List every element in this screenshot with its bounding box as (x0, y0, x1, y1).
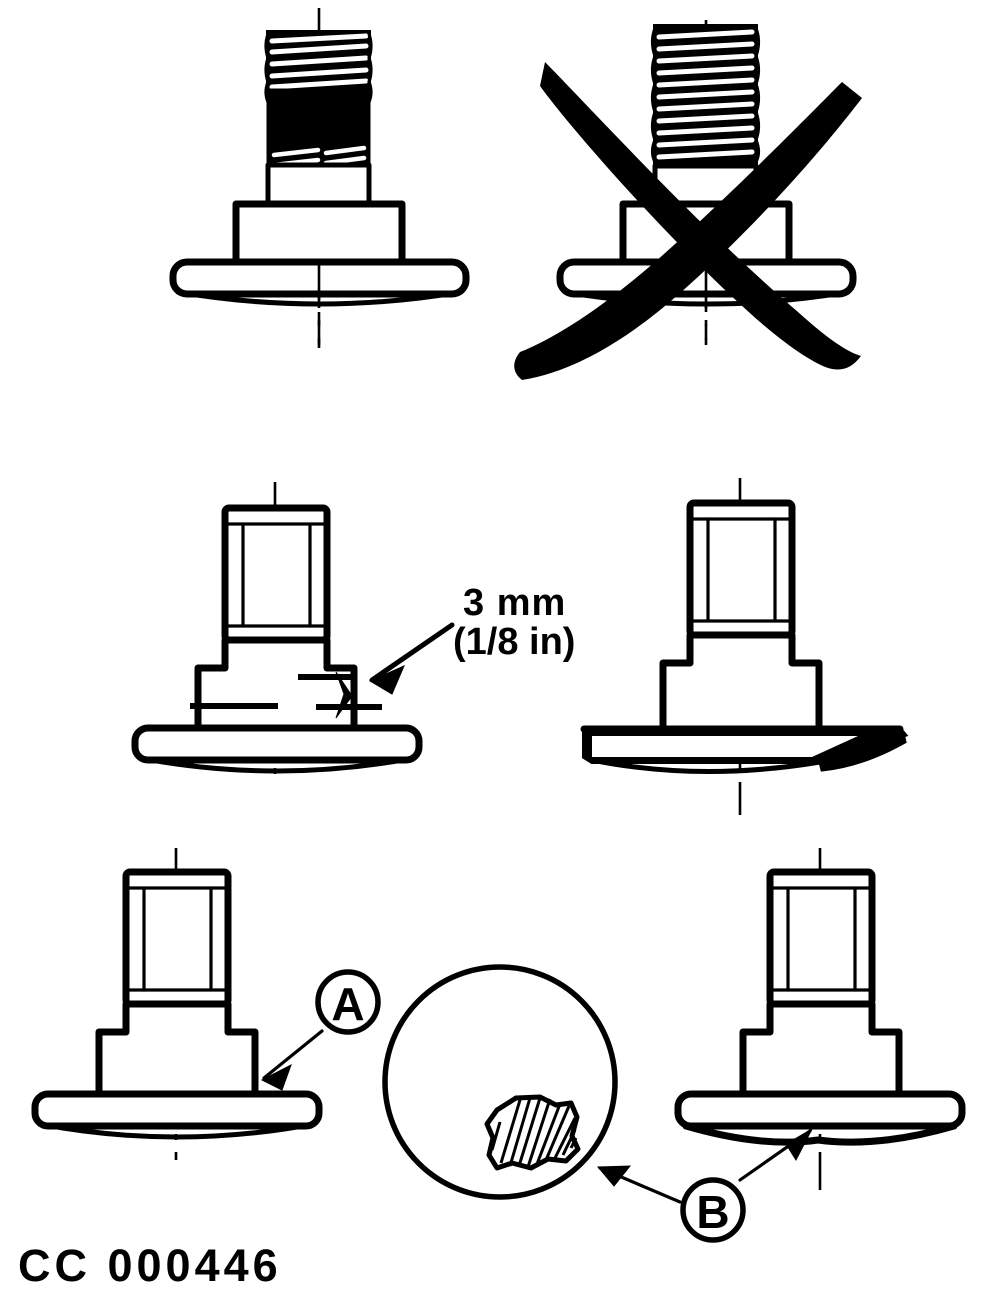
figure-caption: CC 000446 (18, 1240, 282, 1291)
hatched-fragment (484, 1094, 581, 1171)
callout-b-circle (680, 1177, 746, 1243)
callout-a-leader (260, 1029, 324, 1091)
detail-magnifier (382, 964, 618, 1200)
figure-row1-right-incorrect-stud (514, 20, 862, 380)
callout-a-label: A (331, 978, 364, 1030)
shank (221, 504, 331, 644)
x-cross-mark (514, 62, 862, 380)
callout-a-circle (315, 969, 381, 1035)
figure-row2-left-gap-dimension (131, 482, 423, 780)
callout-b[interactable]: B (680, 1177, 746, 1243)
shank (766, 868, 876, 1008)
deformed-flange-washer (580, 725, 909, 774)
coated-shank (266, 88, 371, 168)
callout-b-label: B (696, 1186, 729, 1238)
dimension-label-inch: (1/8 in) (453, 621, 576, 663)
flange-washer (674, 1090, 966, 1146)
flange-washer (31, 1090, 323, 1140)
flange-washer (131, 724, 423, 774)
hex-body (232, 200, 406, 272)
dimension-label-mm: 3 mm (463, 582, 567, 624)
detail-circle (382, 964, 618, 1200)
callout-b-leader-fragment (596, 1165, 682, 1204)
shank (122, 868, 232, 1008)
figure-row2-right-deformed-flange (580, 478, 909, 815)
callout-a[interactable]: A (315, 969, 381, 1035)
plain-shank (265, 162, 372, 209)
figure-row3-left-flange-top (31, 848, 323, 1160)
shank (686, 499, 796, 639)
figure-row3-right-flange-underside (674, 848, 966, 1190)
dimension-leader-arrow (368, 622, 455, 695)
figure-row1-left-correct-stud (169, 8, 470, 348)
